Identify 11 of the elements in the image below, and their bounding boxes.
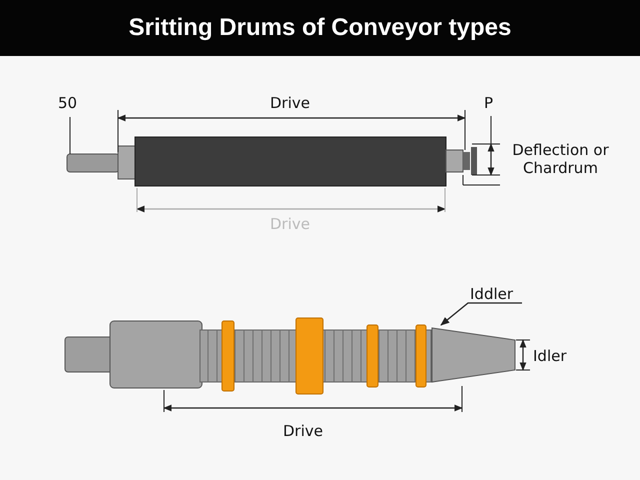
dimension-label: P xyxy=(484,94,494,112)
dimension-label: Drive xyxy=(270,215,310,233)
dimension-label: 50 xyxy=(58,94,78,112)
cone-part xyxy=(432,327,516,383)
dimension-label: Drive xyxy=(270,94,310,112)
callout-label: Deflection or Chardrum xyxy=(511,141,610,177)
dimension-label: Idler xyxy=(533,347,567,365)
callout-label: Iddler xyxy=(470,285,514,303)
dimension-label: Drive xyxy=(283,422,323,440)
leader-line xyxy=(440,302,522,326)
title: Sritting Drums of Conveyor types xyxy=(0,0,640,56)
